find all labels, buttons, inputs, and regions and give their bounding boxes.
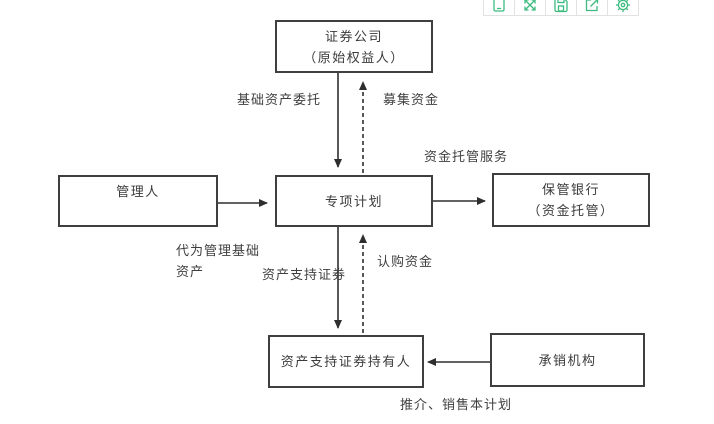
node-special-plan-label: 专项计划 [324,193,383,209]
edge-label-raised-funds: 募集资金 [383,92,440,107]
edge-label-manage-assets: 代为管理基础 资产 [176,240,260,282]
edge-label-manage-assets-line1: 代为管理基础 [176,243,261,258]
save-button[interactable] [545,0,577,16]
edge-label-asset-entrust: 基础资产委托 [237,92,322,107]
device-icon [493,0,505,12]
edge-label-manage-assets-line2: 资产 [176,264,205,279]
edge-label-subscription-funds: 认购资金 [377,254,434,269]
node-abs-holders-label: 资产支持证券持有人 [280,354,412,369]
expand-arrows-icon [524,0,536,11]
share-button[interactable] [576,0,608,16]
node-securities-company-line1: 证券公司 [324,28,383,44]
node-securities-company-line2: （原始权益人） [303,49,405,65]
image-toolbar [483,0,639,16]
edge-label-abs-securities: 资产支持证券 [262,267,347,282]
edge-label-promote-sell: 推介、销售本计划 [400,397,513,412]
node-manager: 管理人 [58,175,218,227]
node-custodian-bank: 保管银行 （资金托管） [492,173,650,227]
share-icon [585,0,599,12]
settings-button[interactable] [607,0,639,16]
node-custodian-bank-line2: （资金托管） [527,203,615,218]
gear-icon [616,0,630,12]
node-manager-label: 管理人 [116,184,160,199]
edge-label-custody-service: 资金托管服务 [424,149,509,164]
node-abs-holders: 资产支持证券持有人 [268,335,424,388]
node-special-plan: 专项计划 [275,175,433,227]
node-underwriter-label: 承销机构 [538,352,597,368]
node-custodian-bank-line1: 保管银行 [541,182,600,197]
node-securities-company: 证券公司 （原始权益人） [275,20,433,73]
expand-button[interactable] [514,0,546,16]
node-underwriter: 承销机构 [490,333,645,387]
save-icon [554,0,568,13]
device-button[interactable] [483,0,515,16]
